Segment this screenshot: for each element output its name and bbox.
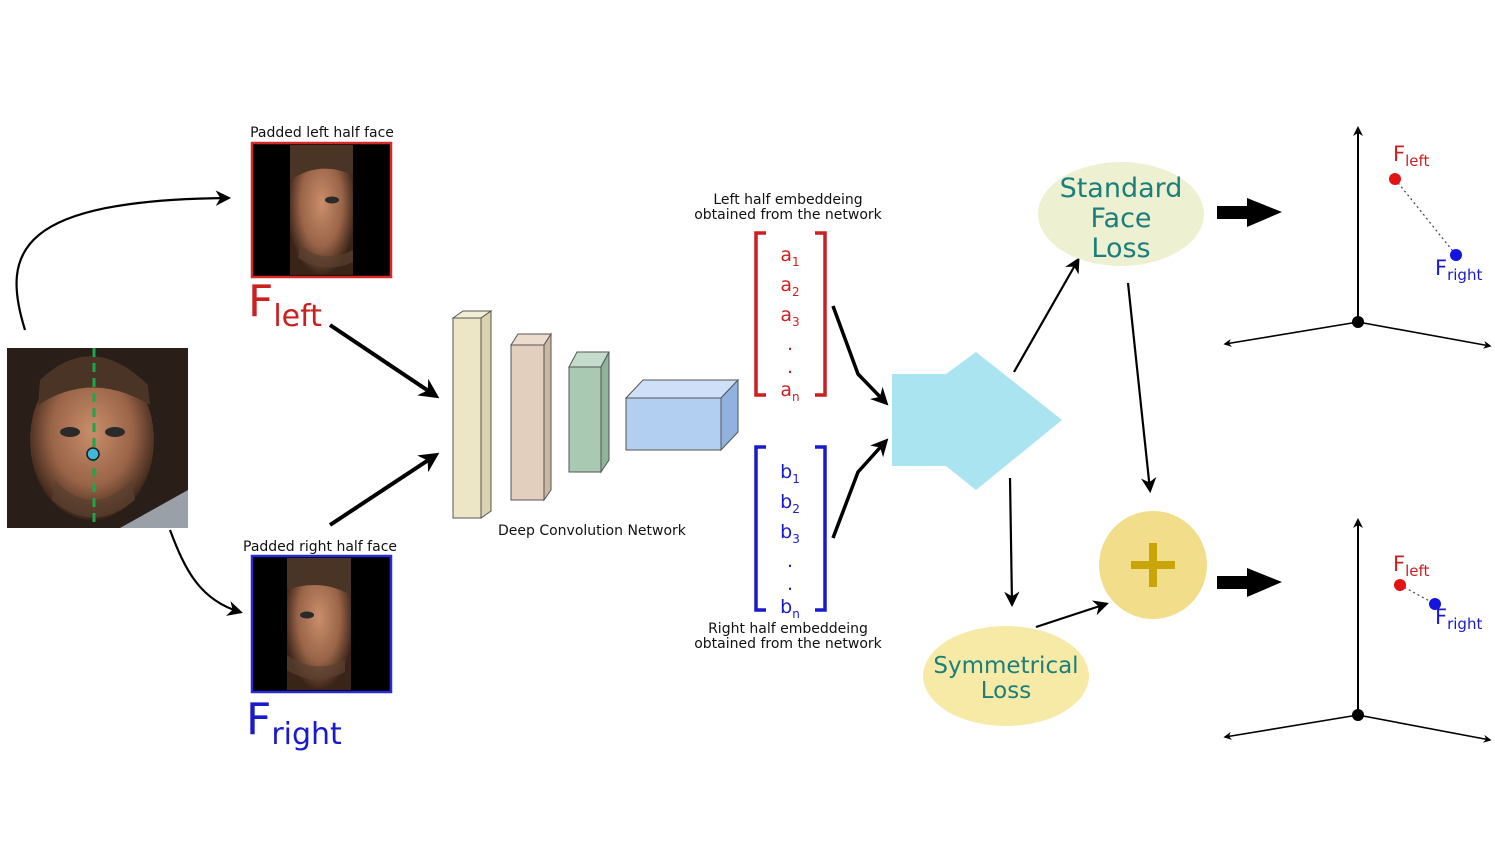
standard-face-loss-node bbox=[1038, 162, 1204, 266]
arrow-symmetrical-to-combine bbox=[1035, 600, 1109, 629]
right-embedding-caption-line2: obtained from the network bbox=[694, 636, 882, 652]
left-vec-item-1: a1 bbox=[780, 244, 800, 269]
standard-loss-line3: Loss bbox=[1091, 233, 1151, 264]
left-vec-item-2: a2 bbox=[780, 273, 800, 299]
arrow-to-left-half bbox=[15, 190, 232, 331]
left-embedding-caption: Left half embeddeing obtained from the n… bbox=[680, 193, 896, 223]
bottom-point-left bbox=[1394, 579, 1406, 591]
top-plot-left-label: Fleft bbox=[1393, 142, 1430, 170]
arrow-fc-to-standard-loss bbox=[1013, 257, 1080, 373]
right-embedding-caption-line1: Right half embeddeing bbox=[708, 621, 868, 637]
left-embedding-vector: a1 a2 a3 . . an bbox=[770, 244, 810, 409]
left-half-caption: Padded left half face bbox=[250, 125, 394, 141]
arrow-standard-to-combine bbox=[1126, 282, 1157, 494]
arrow-right-to-network bbox=[328, 452, 440, 527]
f-right-sub: right bbox=[271, 717, 342, 752]
standard-face-loss-label: Standard Face Loss bbox=[1040, 174, 1202, 264]
right-embedding-caption: Right half embeddeing obtained from the … bbox=[680, 622, 896, 652]
bottom-embedding-plot bbox=[1223, 518, 1492, 743]
fc-block bbox=[892, 352, 1062, 490]
left-vec-item-3: a3 bbox=[780, 303, 800, 329]
left-embedding-bracket bbox=[754, 231, 827, 397]
right-vec-item-2: b2 bbox=[780, 490, 800, 516]
arrow-standard-to-plot bbox=[1217, 198, 1282, 227]
right-vec-item-5: . bbox=[786, 573, 794, 596]
left-vec-item-4: . bbox=[786, 333, 794, 356]
symmetrical-loss-line1: Symmetrical bbox=[933, 653, 1079, 679]
left-embedding-caption-line2: obtained from the network bbox=[694, 207, 882, 223]
left-vec-item-5: . bbox=[786, 356, 794, 379]
f-left-label: Fleft bbox=[248, 276, 322, 334]
arrow-to-right-half bbox=[168, 529, 243, 616]
right-half-face-image bbox=[250, 554, 393, 694]
plus-vertical bbox=[1149, 543, 1157, 587]
f-left-sub: left bbox=[273, 299, 322, 334]
right-vec-item-3: b3 bbox=[780, 520, 800, 546]
top-plot-right-label: Fright bbox=[1435, 256, 1483, 284]
cnn-layer-3 bbox=[568, 351, 610, 474]
arrow-fc-to-symmetrical-loss bbox=[1004, 477, 1020, 608]
standard-loss-line1: Standard bbox=[1059, 173, 1183, 204]
top-point-left bbox=[1389, 173, 1401, 185]
right-embedding-bracket bbox=[754, 445, 827, 612]
arrow-right-embedding-to-fc bbox=[831, 438, 889, 539]
right-vec-item-6: bn bbox=[780, 596, 800, 622]
left-half-face-image bbox=[250, 141, 393, 279]
input-face-image bbox=[7, 348, 188, 528]
symmetrical-loss-label: Symmetrical Loss bbox=[920, 654, 1092, 704]
symmetrical-loss-node bbox=[923, 626, 1089, 726]
arrow-combine-to-plot bbox=[1217, 568, 1282, 597]
right-half-caption: Padded right half face bbox=[243, 539, 397, 555]
cnn-layer-2 bbox=[510, 332, 552, 502]
f-right-label: Fright bbox=[246, 694, 342, 752]
network-caption: Deep Convolution Network bbox=[498, 523, 686, 539]
left-vec-item-6: an bbox=[780, 379, 800, 405]
arrow-left-embedding-to-fc bbox=[831, 305, 889, 406]
symmetrical-loss-line2: Loss bbox=[980, 678, 1032, 704]
arrow-left-to-network bbox=[328, 323, 440, 399]
f-right-main: F bbox=[246, 694, 272, 745]
top-embedding-plot bbox=[1223, 126, 1492, 349]
top-point-right bbox=[1450, 249, 1462, 261]
left-embedding-caption-line1: Left half embeddeing bbox=[713, 192, 863, 208]
right-embedding-vector: b1 b2 b3 . . bn bbox=[770, 461, 810, 626]
bottom-plot-right-label: Fright bbox=[1435, 605, 1483, 633]
cnn-layer-1 bbox=[451, 310, 493, 519]
right-vec-item-4: . bbox=[786, 550, 794, 573]
f-left-main: F bbox=[248, 276, 274, 327]
bottom-point-right bbox=[1429, 598, 1441, 610]
right-vec-item-1: b1 bbox=[780, 461, 800, 486]
center-point bbox=[86, 447, 100, 461]
cnn-layer-4 bbox=[624, 378, 740, 452]
bottom-plot-left-label: Fleft bbox=[1393, 552, 1430, 580]
standard-loss-line2: Face bbox=[1090, 203, 1152, 234]
